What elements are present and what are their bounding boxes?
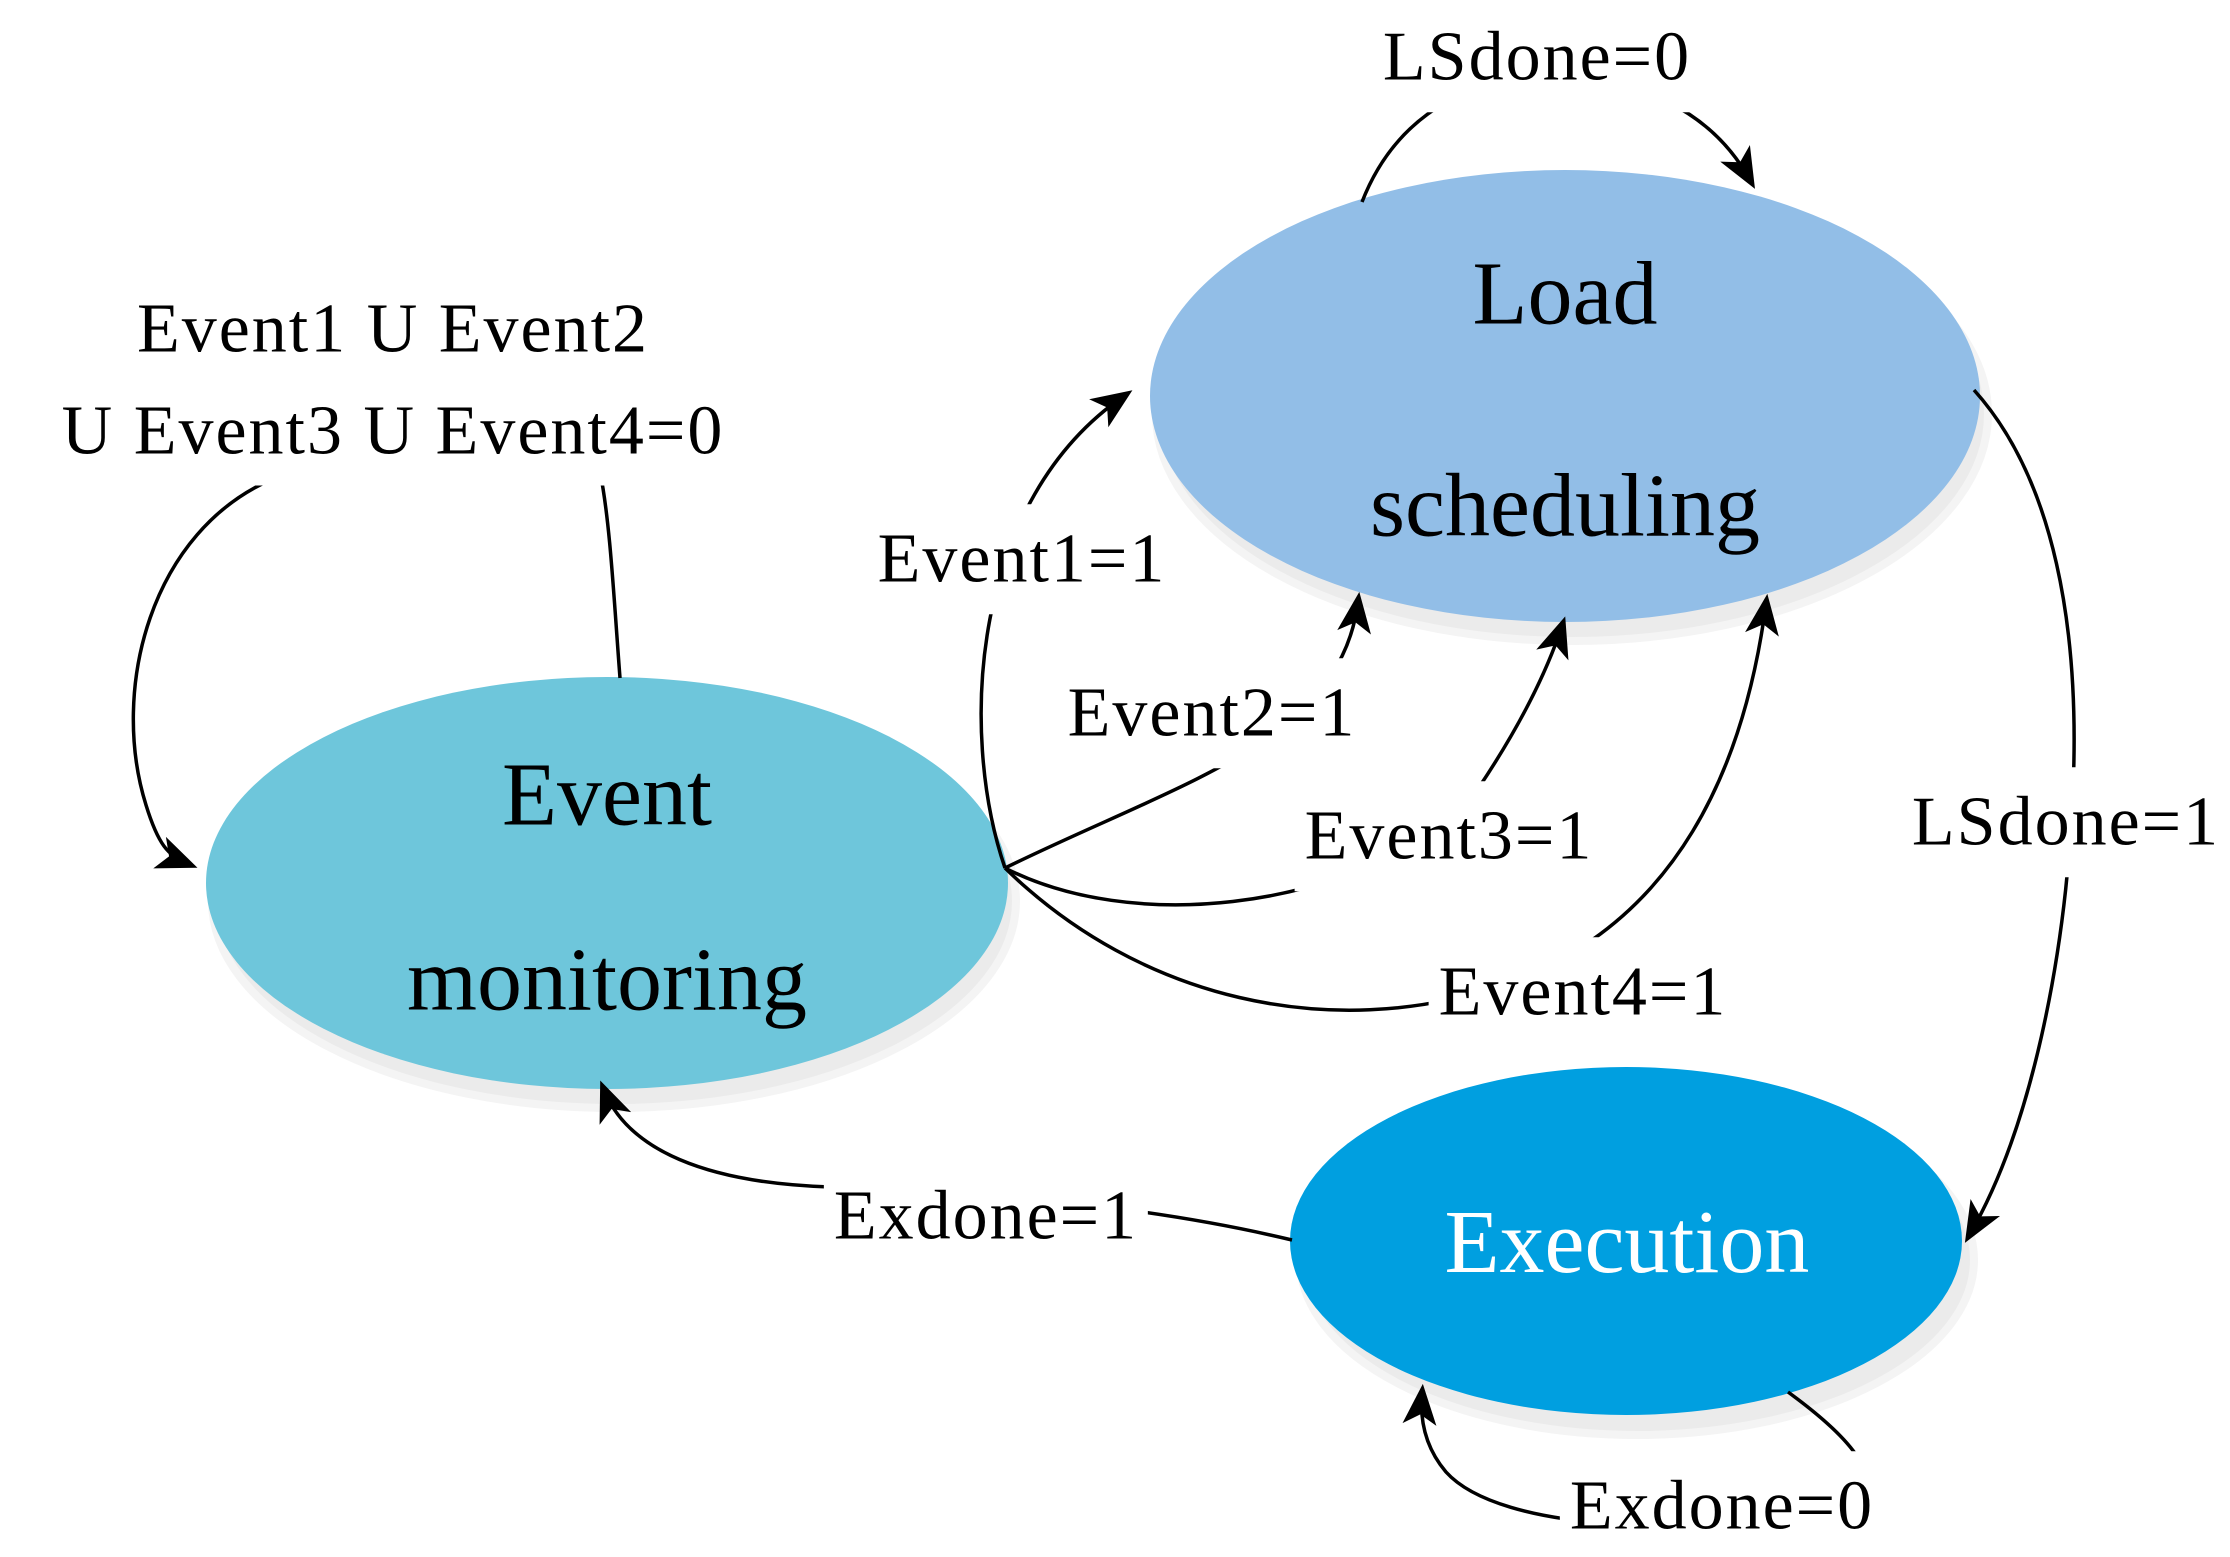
state-label-execution: Execution [1445,1189,1810,1297]
state-ellipse-execution [1290,1067,1962,1415]
state-label-event-monitoring-line1: Event [502,745,712,845]
state-label-execution-line1: Execution [1444,1193,1810,1292]
transition-label-exdone1: Exdone=1 [823,1161,1149,1271]
state-ellipse-load-scheduling [1150,170,1980,622]
edge-event1 [979,390,1133,869]
transition-label-lsdone0: LSdone=0 [1372,2,1702,112]
transition-label-event-union: Event1 U Event2 U Event3 U Event4=0 [51,274,735,486]
transition-label-event2: Event2=1 [1057,658,1367,768]
state-label-load-scheduling-line1: Load [1472,244,1658,344]
transition-label-exdone0: Exdone=0 [1559,1451,1885,1557]
transition-label-event1: Event1=1 [867,504,1177,614]
state-label-event-monitoring-line2: monitoring [407,930,807,1029]
state-ellipse-event-monitoring [206,677,1008,1089]
transition-label-event4: Event4=1 [1428,937,1738,1047]
transition-label-event-union-line2: U Event3 U Event4=0 [61,392,725,469]
state-label-load-scheduling-line2: scheduling [1370,456,1760,555]
transition-label-event3: Event3=1 [1294,781,1604,891]
transition-label-lsdone1: LSdone=1 [1901,767,2230,877]
transition-label-event-union-line1: Event1 U Event2 [136,290,650,368]
state-label-event-monitoring: Event monitoring [407,704,807,1073]
state-label-load-scheduling: Load scheduling [1370,189,1760,612]
